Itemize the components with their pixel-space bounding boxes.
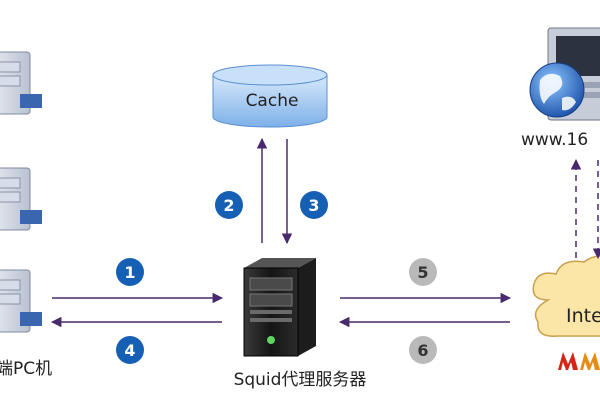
brand-logo [558, 352, 600, 370]
svg-text:1: 1 [124, 263, 135, 282]
svg-text:2: 2 [223, 196, 234, 215]
svg-text:5: 5 [417, 263, 428, 282]
step-badge-1: 1 [116, 258, 144, 286]
svg-text:4: 4 [124, 341, 135, 360]
step-badge-6: 6 [409, 336, 437, 364]
cache-database-icon [212, 64, 328, 128]
step-badge-4: 4 [116, 336, 144, 364]
proxy-label: Squid代理服务器 [234, 370, 367, 390]
globe-icon [529, 62, 585, 118]
client-pc-icon [0, 269, 42, 333]
step-badge-2: 2 [215, 191, 243, 219]
cache-label: Cache [246, 91, 299, 111]
internet-label: Inte [566, 305, 600, 327]
step-badge-5: 5 [409, 258, 437, 286]
proxy-server-icon [243, 258, 316, 357]
svg-text:3: 3 [308, 196, 319, 215]
web-server-label: www.16 [521, 130, 588, 150]
step-badge-3: 3 [300, 191, 328, 219]
svg-text:6: 6 [417, 341, 428, 360]
clients-label: 端PC机 [0, 359, 52, 379]
client-pc-icon [0, 167, 42, 231]
internet-cloud-icon [532, 255, 600, 337]
client-pc-icon [0, 51, 42, 115]
